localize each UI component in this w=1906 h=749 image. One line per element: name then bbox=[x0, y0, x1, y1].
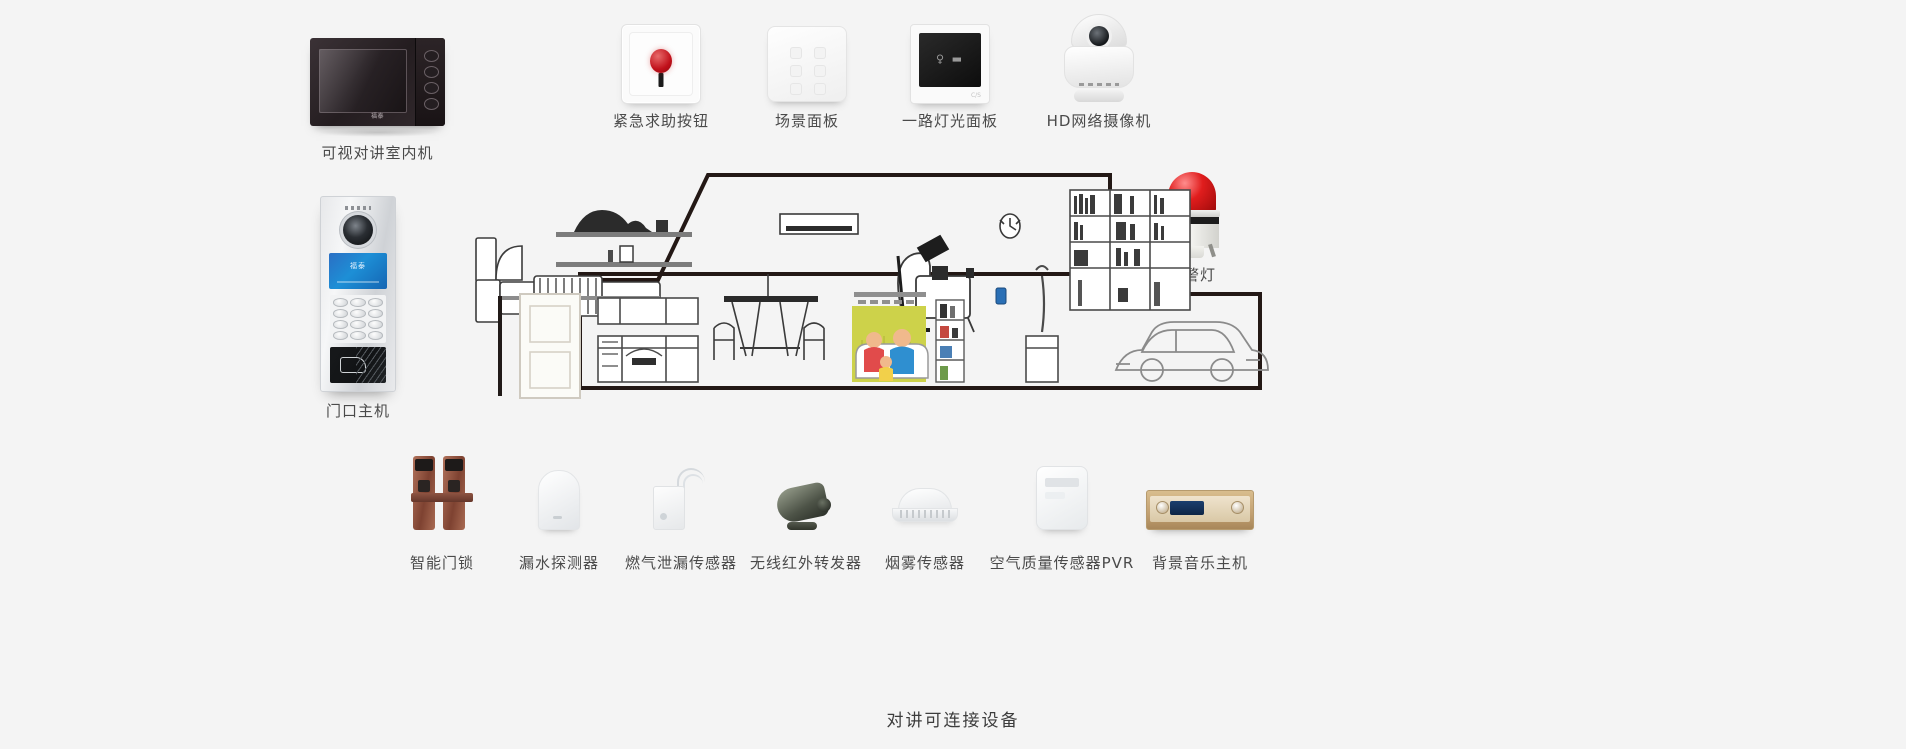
scene-control-panel-icon bbox=[767, 26, 847, 102]
device-gas-sensor[interactable]: 燃气泄漏传感器 bbox=[601, 452, 761, 573]
device-scene-panel[interactable]: 场景面板 bbox=[767, 26, 847, 130]
wireless-infrared-repeater-icon bbox=[726, 452, 886, 530]
air-quality-sensor-icon bbox=[982, 452, 1142, 530]
diagram-bottom-title: 对讲可连接设备 bbox=[886, 711, 1020, 731]
video-intercom-indoor-monitor-icon: 福泰 bbox=[310, 38, 445, 126]
caption-air-sensor: 空气质量传感器PVR bbox=[989, 554, 1135, 572]
caption-audio-host: 背景音乐主机 bbox=[1151, 554, 1248, 572]
device-hd-camera[interactable]: HD网络摄像机 bbox=[1047, 14, 1150, 130]
caption-indoor-monitor: 可视对讲室内机 bbox=[321, 144, 434, 162]
smoke-sensor-icon bbox=[845, 452, 1005, 530]
device-smoke-sensor[interactable]: 烟雾传感器 bbox=[845, 452, 1005, 573]
hd-network-camera-icon bbox=[1058, 14, 1140, 102]
background-music-host-icon bbox=[1120, 452, 1280, 530]
caption-hd-camera: HD网络摄像机 bbox=[1046, 112, 1152, 130]
device-smart-lock[interactable]: 智能门锁 bbox=[362, 452, 522, 573]
gas-leak-sensor-icon bbox=[601, 452, 761, 530]
device-sos-button[interactable]: 紧急求助按钮 bbox=[613, 24, 708, 130]
caption-gas-sensor: 燃气泄漏传感器 bbox=[624, 554, 737, 572]
device-leak-detector[interactable]: 漏水探测器 bbox=[479, 452, 639, 573]
device-light-panel[interactable]: ♀ ▬ C/S 一路灯光面板 bbox=[902, 24, 997, 130]
device-air-sensor[interactable]: 空气质量传感器PVR bbox=[982, 452, 1142, 573]
emergency-call-button-icon bbox=[621, 24, 701, 104]
caption-light-panel: 一路灯光面板 bbox=[901, 112, 998, 130]
smart-door-lock-icon bbox=[362, 452, 522, 530]
caption-smoke-sensor: 烟雾传感器 bbox=[884, 554, 965, 572]
home-floorplan-diagram bbox=[470, 170, 1270, 405]
one-way-light-panel-icon: ♀ ▬ C/S bbox=[910, 24, 990, 104]
caption-scene-panel: 场景面板 bbox=[774, 112, 839, 130]
connectable-device-row: 智能门锁 漏水探测器 燃气泄漏传感器 无线红外转发器 烟雾传感器 bbox=[0, 452, 1906, 572]
device-audio-host[interactable]: 背景音乐主机 bbox=[1120, 452, 1280, 573]
caption-smart-lock: 智能门锁 bbox=[409, 554, 474, 572]
device-indoor-monitor[interactable]: 福泰 可视对讲室内机 bbox=[310, 38, 445, 162]
caption-leak-detector: 漏水探测器 bbox=[518, 554, 599, 572]
caption-ir-repeater: 无线红外转发器 bbox=[749, 554, 862, 572]
water-leak-detector-icon bbox=[479, 452, 639, 530]
caption-door-station: 门口主机 bbox=[325, 402, 390, 420]
device-ir-repeater[interactable]: 无线红外转发器 bbox=[726, 452, 886, 573]
caption-sos-button: 紧急求助按钮 bbox=[612, 112, 709, 130]
device-door-station[interactable]: 福泰 门口主机 bbox=[320, 196, 396, 420]
door-entry-station-icon: 福泰 bbox=[320, 196, 396, 392]
